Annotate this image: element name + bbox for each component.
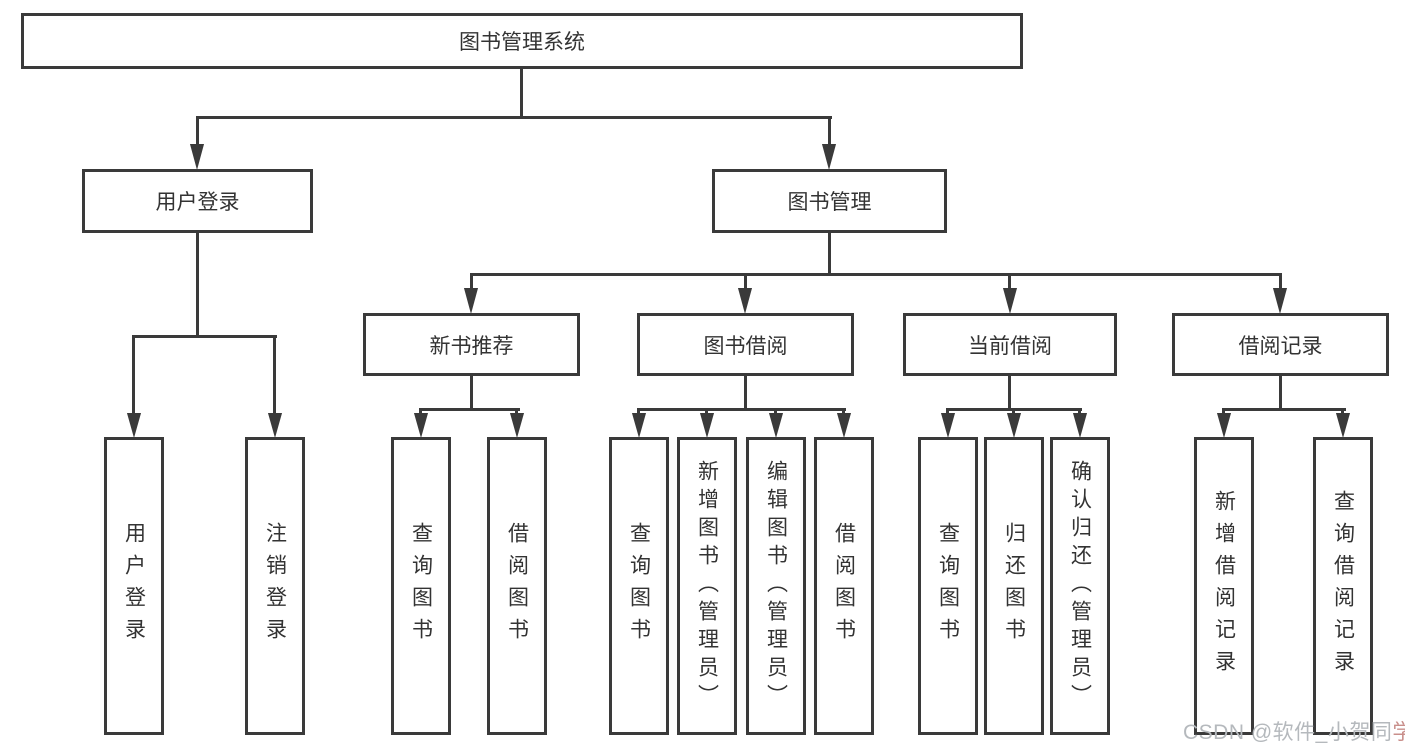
connector-line [1008, 374, 1011, 410]
arrow-down-icon [413, 413, 429, 438]
csdn-watermark: CSDN @软件_小贺同学 [1183, 716, 1405, 746]
node-label: 图书管理系统 [459, 31, 585, 54]
node-current-borrow: 当前借阅 [903, 313, 1117, 376]
arrow-down-icon [267, 413, 283, 438]
node-book-management: 图书管理 [712, 169, 947, 233]
node-new-book-recommend: 新书推荐 [363, 313, 580, 376]
arrow-down-icon [1216, 413, 1232, 438]
leaf-logout: 注销登录 [245, 437, 305, 735]
node-user-login: 用户登录 [82, 169, 313, 233]
connector-line [196, 231, 199, 337]
leaf-label: 查询图书 [936, 522, 960, 650]
connector-line [419, 408, 520, 411]
leaf-label: 新增图书（管理员） [695, 460, 719, 712]
leaf-edit-books-admin: 编辑图书（管理员） [746, 437, 806, 735]
leaf-query-books: 查询图书 [391, 437, 451, 735]
leaf-label: 用户登录 [122, 522, 146, 650]
leaf-label: 查询借阅记录 [1331, 490, 1355, 682]
arrow-down-icon [1006, 413, 1022, 438]
connector-line [470, 273, 1282, 276]
connector-line [1279, 273, 1282, 293]
leaf-query-borrow-record: 查询借阅记录 [1313, 437, 1373, 735]
connector-line [196, 116, 832, 119]
leaf-label: 编辑图书（管理员） [764, 460, 788, 712]
connector-line [828, 230, 831, 275]
connector-line [1008, 273, 1011, 293]
connector-line [744, 374, 747, 410]
node-library-management-system: 图书管理系统 [21, 13, 1023, 69]
leaf-confirm-return-admin: 确认归还（管理员） [1050, 437, 1110, 735]
connector-line [744, 273, 747, 293]
arrow-down-icon [1002, 288, 1018, 314]
leaf-add-books-admin: 新增图书（管理员） [677, 437, 737, 735]
node-label: 新书推荐 [429, 334, 514, 358]
leaf-query-books: 查询图书 [918, 437, 978, 735]
connector-line [1279, 374, 1282, 410]
leaf-label: 新增借阅记录 [1212, 490, 1236, 682]
node-label: 当前借阅 [968, 334, 1052, 358]
arrow-down-icon [836, 413, 852, 438]
arrow-down-icon [631, 413, 647, 438]
leaf-query-books: 查询图书 [609, 437, 669, 735]
node-book-borrow: 图书借阅 [637, 313, 854, 376]
connector-line [637, 408, 846, 411]
arrow-down-icon [126, 413, 142, 438]
arrow-down-icon [940, 413, 956, 438]
connector-line [196, 116, 199, 148]
connector-line [273, 335, 276, 418]
node-label: 借阅记录 [1238, 334, 1323, 358]
leaf-user-login: 用户登录 [104, 437, 164, 735]
leaf-label: 查询图书 [627, 522, 651, 650]
node-borrow-records: 借阅记录 [1172, 313, 1389, 376]
leaf-borrow-books: 借阅图书 [487, 437, 547, 735]
connector-line [132, 335, 135, 418]
node-label: 图书借阅 [703, 334, 788, 358]
connector-line [1222, 408, 1346, 411]
arrow-down-icon [1272, 288, 1288, 314]
leaf-borrow-books: 借阅图书 [814, 437, 874, 735]
connector-line [520, 67, 523, 119]
connector-line [828, 116, 831, 148]
arrow-down-icon [463, 288, 479, 314]
node-label: 图书管理 [787, 191, 872, 214]
arrow-down-icon [509, 413, 525, 438]
arrow-down-icon [1335, 413, 1351, 438]
connector-line [470, 374, 473, 410]
watermark-text: CSDN @软件_小贺同 [1183, 721, 1393, 744]
leaf-add-borrow-record: 新增借阅记录 [1194, 437, 1254, 735]
leaf-return-books: 归还图书 [984, 437, 1044, 735]
arrow-down-icon [699, 413, 715, 438]
leaf-label: 借阅图书 [832, 522, 856, 650]
watermark-accent-text: 学 [1392, 721, 1405, 744]
leaf-label: 归还图书 [1002, 522, 1026, 650]
node-label: 用户登录 [155, 191, 240, 214]
arrow-down-icon [821, 144, 837, 170]
leaf-label: 借阅图书 [505, 522, 529, 650]
leaf-label: 查询图书 [409, 522, 433, 650]
arrow-down-icon [768, 413, 784, 438]
leaf-label: 注销登录 [263, 522, 287, 650]
arrow-down-icon [737, 288, 753, 314]
leaf-label: 确认归还（管理员） [1068, 460, 1092, 712]
arrow-down-icon [1072, 413, 1088, 438]
connector-line [470, 273, 473, 293]
arrow-down-icon [189, 144, 205, 170]
connector-line [132, 335, 277, 338]
